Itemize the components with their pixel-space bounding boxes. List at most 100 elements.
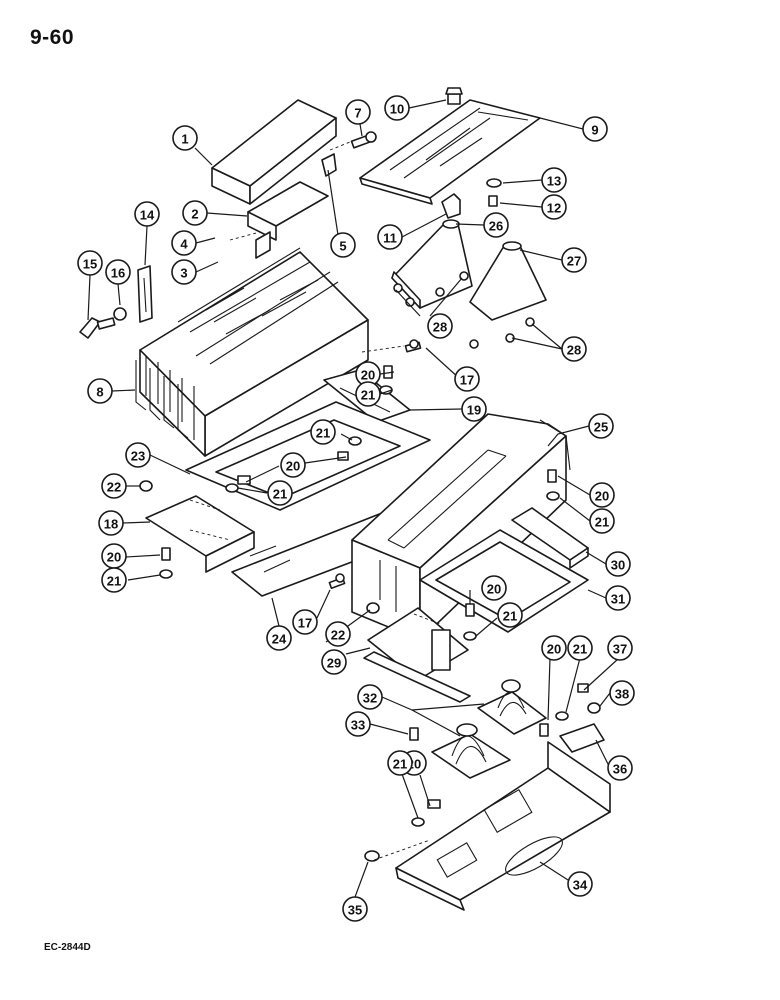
- part-bolt-20-d: [161, 547, 171, 561]
- part-bolt-20-g: [427, 799, 441, 809]
- svg-text:11: 11: [383, 231, 397, 246]
- part-main-console-housing: [135, 247, 369, 457]
- callout-26: 26: [483, 212, 509, 238]
- callout-10: 10: [384, 95, 410, 121]
- svg-text:25: 25: [594, 420, 608, 435]
- svg-text:26: 26: [489, 219, 503, 234]
- callout-16: 16: [105, 259, 131, 285]
- callout-33: 33: [345, 711, 371, 737]
- svg-text:35: 35: [348, 903, 362, 918]
- page-number: 9-60: [30, 26, 75, 49]
- svg-text:12: 12: [547, 201, 561, 216]
- part-gauge-strip: [137, 265, 153, 323]
- svg-text:8: 8: [96, 385, 103, 400]
- callout-21-d: 21: [101, 567, 127, 593]
- part-bolt-20-c: [237, 475, 251, 485]
- part-knob: [79, 317, 116, 339]
- part-bolt-20-f: [465, 603, 475, 617]
- svg-text:21: 21: [573, 642, 587, 657]
- part-nuts-28: [393, 271, 535, 349]
- svg-text:20: 20: [547, 642, 561, 657]
- svg-text:28: 28: [567, 343, 581, 358]
- callout-28-b: 28: [561, 336, 587, 362]
- svg-text:4: 4: [180, 237, 188, 252]
- svg-text:9: 9: [591, 123, 598, 138]
- callout-19: 19: [461, 396, 487, 422]
- part-shift-plate: [359, 99, 541, 205]
- svg-text:5: 5: [339, 239, 346, 254]
- svg-text:20: 20: [595, 489, 609, 504]
- part-nut-35: [364, 850, 380, 862]
- svg-text:37: 37: [613, 642, 627, 657]
- callout-group: 1 2 3 4 5 7 8 9 10 11 12 13 14 15 16 17 …: [77, 95, 635, 922]
- part-washer-21-h: [555, 711, 569, 721]
- callout-27: 27: [561, 247, 587, 273]
- part-washer-21-g: [411, 817, 425, 827]
- callout-32: 32: [357, 684, 383, 710]
- part-washer-21-c: [225, 483, 239, 493]
- callout-20-c: 20: [101, 543, 127, 569]
- callout-24: 24: [266, 625, 292, 651]
- callout-5: 5: [330, 232, 356, 258]
- part-bolt-20-e: [547, 469, 557, 483]
- callout-21-e: 21: [589, 508, 615, 534]
- part-knob-top: [445, 87, 463, 105]
- callout-37: 37: [607, 635, 633, 661]
- svg-text:22: 22: [331, 628, 345, 643]
- part-boot-32-right: [477, 679, 547, 735]
- svg-text:21: 21: [503, 609, 517, 624]
- callout-12: 12: [541, 194, 567, 220]
- svg-text:19: 19: [467, 403, 481, 418]
- callout-21-f: 21: [497, 602, 523, 628]
- svg-text:21: 21: [595, 515, 609, 530]
- svg-text:20: 20: [487, 582, 501, 597]
- part-screw: [350, 131, 377, 149]
- callout-4: 4: [171, 230, 197, 256]
- callout-34: 34: [567, 871, 593, 897]
- callout-28-a: 28: [427, 313, 453, 339]
- svg-text:15: 15: [83, 257, 97, 272]
- part-bracket-29: [363, 607, 471, 703]
- svg-text:13: 13: [547, 174, 561, 189]
- svg-text:17: 17: [298, 616, 312, 631]
- svg-text:32: 32: [363, 691, 377, 706]
- callout-20-a: 20: [355, 361, 381, 387]
- part-clip: [321, 153, 337, 177]
- callout-30: 30: [605, 551, 631, 577]
- callout-23: 23: [125, 442, 151, 468]
- part-plate-36: [559, 723, 605, 753]
- svg-text:21: 21: [316, 426, 330, 441]
- callout-13: 13: [541, 167, 567, 193]
- part-washer-21-b: [348, 436, 362, 446]
- callout-22-b: 22: [325, 621, 351, 647]
- svg-text:17: 17: [460, 373, 474, 388]
- part-gaiter-27: [469, 241, 547, 321]
- svg-text:24: 24: [272, 632, 287, 647]
- svg-text:29: 29: [327, 656, 341, 671]
- callout-15: 15: [77, 250, 103, 276]
- callout-7: 7: [345, 99, 371, 125]
- svg-text:21: 21: [361, 388, 375, 403]
- svg-text:34: 34: [573, 878, 588, 893]
- svg-text:31: 31: [611, 592, 625, 607]
- callout-25: 25: [588, 413, 614, 439]
- callout-11: 11: [377, 224, 403, 250]
- part-boot-32-left: [431, 723, 511, 779]
- part-nut-22-a: [139, 480, 153, 492]
- leader-lines: [87, 99, 619, 898]
- figure-code: EC-2844D: [44, 942, 91, 953]
- svg-text:30: 30: [611, 558, 625, 573]
- part-bolt-37: [577, 683, 589, 693]
- callout-18: 18: [98, 510, 124, 536]
- part-nut-38: [587, 702, 601, 714]
- part-nut-13: [486, 178, 502, 188]
- callout-20-f: 20: [541, 635, 567, 661]
- callout-17-lower: 17: [292, 609, 318, 635]
- callout-8: 8: [87, 378, 113, 404]
- part-bracket-18: [145, 495, 255, 573]
- part-screw-17-upper: [404, 339, 422, 353]
- part-washer-21-e: [546, 491, 560, 501]
- part-screw-12: [488, 195, 498, 207]
- svg-text:21: 21: [107, 574, 121, 589]
- callout-21-b: 21: [310, 419, 336, 445]
